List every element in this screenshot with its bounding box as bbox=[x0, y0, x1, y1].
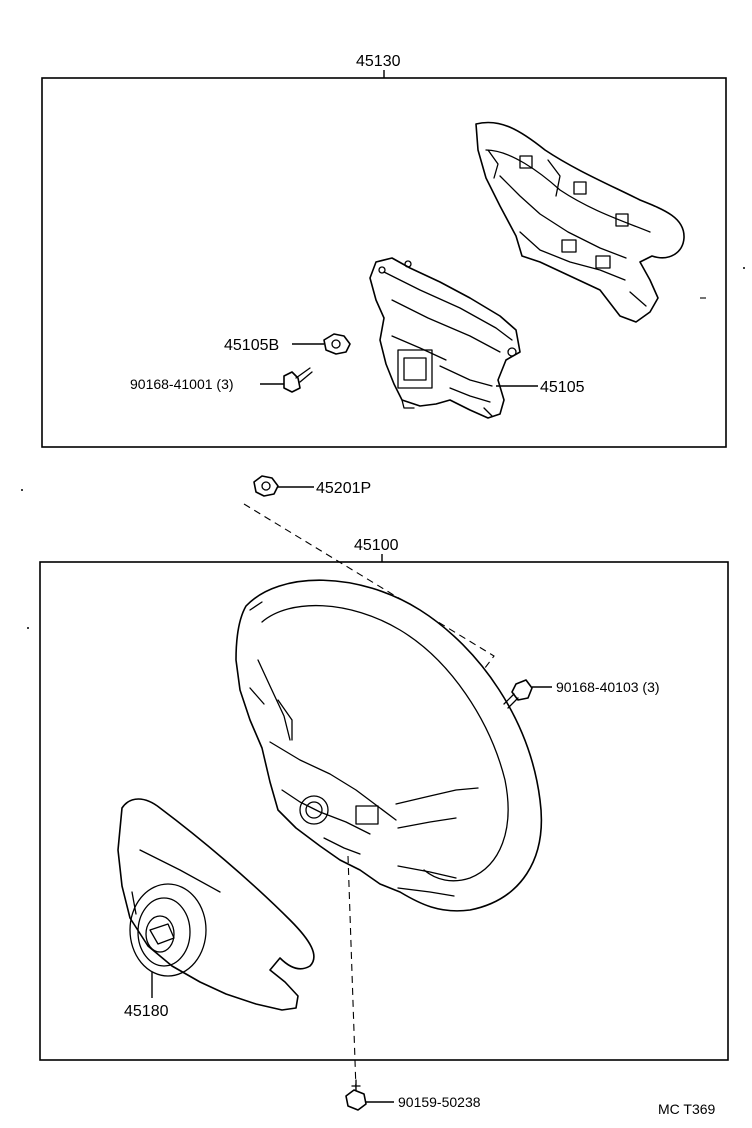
steering-cover-part bbox=[475, 121, 706, 323]
label-45105b: 45105B bbox=[224, 337, 279, 354]
bolt-right-part bbox=[503, 679, 533, 709]
clip-45105b-part bbox=[323, 333, 351, 355]
label-45180: 45180 bbox=[124, 1003, 169, 1020]
bottom-bolt-part bbox=[345, 1089, 367, 1111]
steering-pad-part bbox=[117, 798, 315, 1011]
nut-part bbox=[253, 475, 279, 497]
lower-assembly-group: 45100 bbox=[39, 503, 729, 1091]
bottom-bolt-guide-dashed bbox=[347, 855, 357, 1091]
label-45201p: 45201P bbox=[316, 480, 371, 497]
label-45100: 45100 bbox=[354, 537, 399, 554]
bottom-bolt: 90159-50238 bbox=[345, 1079, 481, 1111]
reference-code: MC T369 bbox=[658, 1101, 716, 1117]
steering-wheel-part bbox=[235, 579, 543, 912]
label-45130: 45130 bbox=[356, 53, 401, 70]
bolt-upper-part bbox=[283, 367, 313, 393]
scan-dot bbox=[27, 627, 29, 629]
bracket-45105-part bbox=[369, 257, 521, 419]
label-45105: 45105 bbox=[540, 379, 585, 396]
lower-group-frame bbox=[39, 561, 729, 1061]
label-bolt-right: 90168-40103 (3) bbox=[556, 679, 660, 695]
upper-assembly-group: 45130 bbox=[41, 53, 727, 448]
scan-dot bbox=[743, 267, 745, 269]
label-bolt-bottom: 90159-50238 bbox=[398, 1094, 481, 1110]
scan-dot bbox=[21, 489, 23, 491]
nut-45201p: 45201P bbox=[253, 475, 371, 497]
label-bolt-upper: 90168-41001 (3) bbox=[130, 376, 234, 392]
